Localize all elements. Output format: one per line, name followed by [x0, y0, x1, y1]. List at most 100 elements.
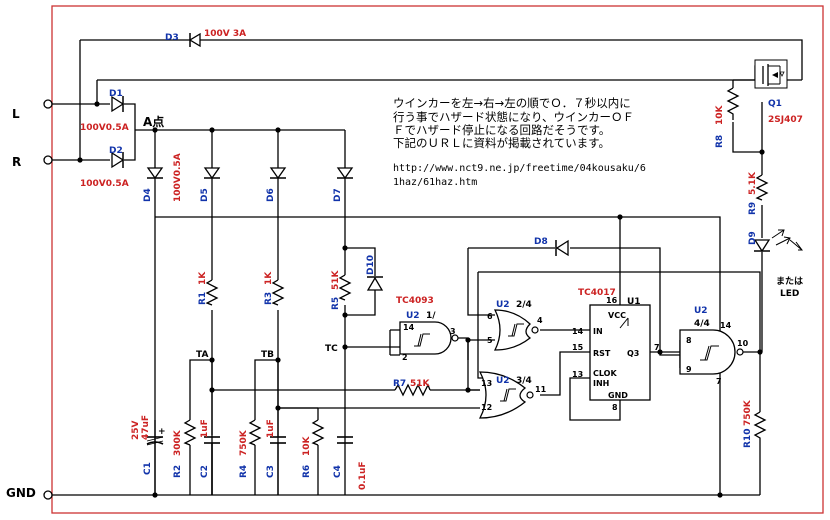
capacitor-c4 — [337, 436, 353, 444]
pin-6: 6 — [487, 312, 493, 321]
gate-u2-4 — [679, 329, 744, 375]
pin-2: 2 — [402, 353, 408, 362]
diode-d5 — [203, 167, 221, 180]
c3-ref: C3 — [266, 465, 276, 478]
d6-ref: D6 — [266, 188, 276, 202]
u1-inh: INH — [593, 379, 609, 388]
pin-7b: 7 — [716, 377, 722, 386]
label-r: R — [12, 155, 21, 169]
ic-u1-body — [589, 304, 651, 401]
r7-value: 51K — [410, 379, 431, 389]
resistor-r10 — [753, 411, 767, 445]
pin-8: 8 — [686, 336, 692, 345]
resistor-r6 — [311, 419, 325, 446]
diode-d6 — [269, 167, 287, 180]
led-d9 — [753, 229, 803, 253]
capacitor-c1 — [146, 436, 164, 446]
d1-value: 100V0.5A — [80, 123, 129, 133]
r5-ref: R5 — [331, 297, 341, 310]
r1-value: 1K — [198, 271, 208, 285]
r2-ref: R2 — [173, 465, 183, 478]
diode-d3 — [188, 32, 201, 48]
pin-13b: 13 — [572, 370, 583, 379]
r6-value: 10K — [302, 435, 312, 456]
r9-ref: R9 — [748, 202, 758, 215]
pin-10: 10 — [737, 339, 749, 348]
note-url-line2: 1haz/61haz.htm — [393, 177, 477, 188]
r7-ref: R7 — [393, 379, 406, 389]
u2-4-unit: 4/4 — [694, 319, 710, 329]
pin-7: 7 — [654, 343, 660, 352]
diode-d2 — [111, 151, 125, 169]
terminal-l — [43, 99, 53, 109]
gate-u2-1 — [399, 321, 459, 355]
resistor-r7 — [394, 383, 431, 397]
u1-gnd: GND — [608, 391, 628, 400]
u2-3-unit: 3/4 — [516, 376, 532, 386]
r6-wire — [278, 407, 319, 495]
u2-1-part: TC4093 — [396, 296, 434, 306]
pin-8b: 8 — [612, 403, 618, 412]
d1-ref: D1 — [109, 89, 123, 99]
node-tc: TC — [325, 344, 338, 354]
diode-d10 — [366, 276, 384, 291]
d3-ref: D3 — [165, 33, 179, 43]
resistor-r3 — [271, 279, 285, 306]
u1-clock-mark — [619, 317, 629, 329]
r4-ref: R4 — [239, 465, 249, 478]
c4-ref: C4 — [333, 465, 343, 478]
d8-ref: D8 — [534, 237, 548, 247]
mosfet-q1 — [754, 59, 788, 89]
led-alt-label-1: または — [776, 276, 803, 287]
terminal-r — [43, 155, 53, 165]
c2-value: 1uF — [200, 419, 210, 438]
r6-ref: R6 — [302, 465, 312, 478]
r3-value: 1K — [264, 271, 274, 285]
resistor-r4 — [248, 419, 262, 446]
node-ta: TA — [196, 350, 208, 360]
pin-3: 3 — [450, 327, 456, 336]
note-url-line1: http://www.nct9.ne.jp/freetime/04kousaku… — [393, 163, 646, 174]
pin-9: 9 — [686, 365, 692, 374]
pin-14b: 14 — [572, 327, 584, 336]
r10-value: 750K — [743, 399, 753, 426]
pin-11: 11 — [535, 385, 547, 394]
capacitor-c2 — [204, 436, 220, 495]
pin-5: 5 — [487, 336, 493, 345]
pin-14c: 14 — [720, 321, 732, 330]
c2-ref: C2 — [200, 465, 210, 478]
u2-3-ref: U2 — [496, 376, 510, 386]
note-line2: 行う事でハザード状態になり、ウインカーＯＦ — [393, 110, 634, 124]
d10-ref: D10 — [366, 255, 376, 275]
diode-d8 — [555, 239, 569, 257]
gate-u2-3 — [478, 371, 534, 419]
u2-2-ref: U2 — [496, 300, 510, 310]
c3-value: 1uF — [266, 419, 276, 438]
u1-vcc: VCC — [608, 311, 626, 320]
d2-ref: D2 — [109, 146, 123, 156]
r3-ref: R3 — [264, 292, 274, 305]
u1-part: TC4017 — [578, 288, 616, 298]
junction-dots — [77, 101, 765, 498]
pin-12: 12 — [481, 403, 492, 412]
u1-clok: CLOK — [593, 369, 617, 378]
c1-value1: 25V — [131, 420, 141, 440]
pin-13: 13 — [481, 379, 492, 388]
r2-value: 300K — [173, 429, 183, 456]
resistor-r5 — [338, 274, 352, 301]
d4-ref: D4 — [143, 188, 153, 202]
diode-d7 — [336, 167, 354, 180]
diode-d1 — [111, 95, 125, 113]
pin-4: 4 — [537, 316, 543, 325]
r9-value: 5.1K — [748, 171, 758, 195]
pin-14a: 14 — [403, 323, 415, 332]
u1-ref: U1 — [627, 297, 641, 307]
note-line3: Ｆでハザード停止になる回路だそうです。 — [393, 123, 610, 137]
d3-value: 100V 3A — [204, 29, 246, 39]
resistor-r2 — [183, 419, 197, 446]
frame-border — [51, 5, 824, 514]
r8-ref: R8 — [715, 135, 725, 148]
wires — [48, 39, 803, 496]
